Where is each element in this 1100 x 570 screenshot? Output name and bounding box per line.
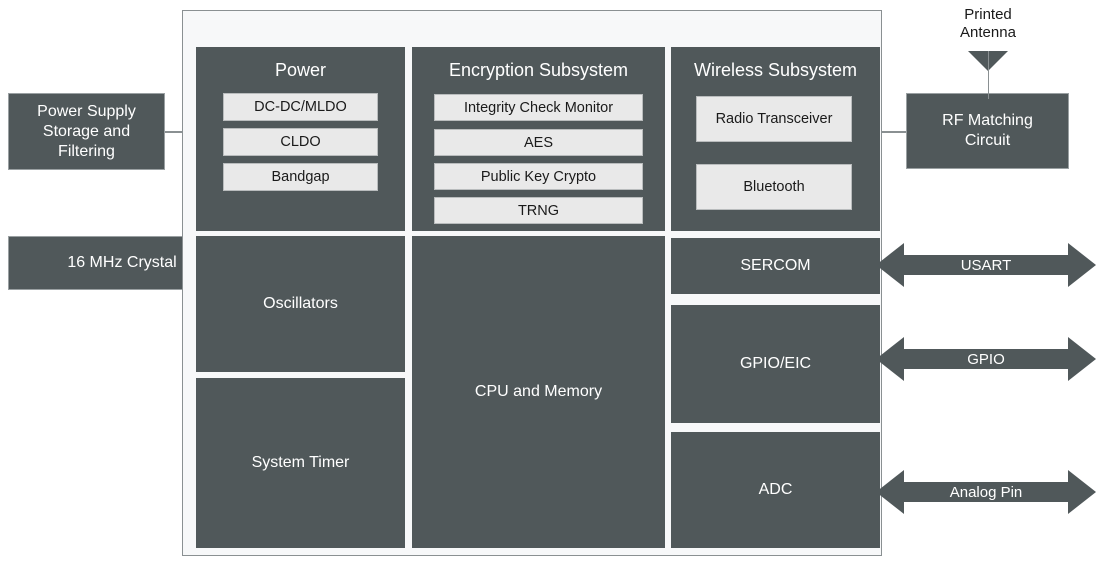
sub-block-trng-label: TRNG — [517, 202, 560, 219]
arrow-usart-shape — [876, 243, 1096, 287]
sub-block-radio-transceiver[interactable]: Radio Transceiver — [696, 96, 852, 142]
connector-rf-matching — [860, 131, 910, 133]
block-gpio-eic-label: GPIO/EIC — [739, 355, 812, 372]
sub-block-bluetooth-label: Bluetooth — [743, 179, 805, 195]
arrow-gpio-label: GPIO — [967, 350, 1005, 368]
block-cpu-memory[interactable]: CPU and Memory — [412, 236, 665, 548]
sub-block-public-key-crypto-label: Public Key Crypto — [480, 168, 597, 185]
block-power-supply-label: Power Supply Storage and Filtering — [37, 102, 136, 160]
arrow-usart[interactable]: USART — [876, 241, 1096, 289]
sub-block-bluetooth[interactable]: Bluetooth — [696, 164, 852, 210]
arrow-usart-label: USART — [960, 256, 1012, 274]
arrow-analog-pin-label: Analog Pin — [949, 483, 1023, 501]
group-power-title: Power — [274, 60, 327, 80]
antenna-stem — [987, 51, 989, 99]
sub-block-trng[interactable]: TRNG — [434, 197, 643, 224]
block-adc[interactable]: ADC — [671, 432, 880, 548]
block-sercom[interactable]: SERCOM — [671, 238, 880, 294]
sub-block-public-key-crypto[interactable]: Public Key Crypto — [434, 163, 643, 190]
arrow-gpio-shape — [876, 337, 1096, 381]
sub-block-integrity-check-monitor-label: Integrity Check Monitor — [463, 99, 614, 116]
block-rf-matching-circuit-label: RF Matching Circuit — [942, 112, 1033, 149]
block-cpu-memory-label: CPU and Memory — [474, 383, 603, 400]
arrow-gpio[interactable]: GPIO — [876, 335, 1096, 383]
block-system-timer[interactable]: System Timer — [196, 378, 405, 548]
sub-block-bandgap[interactable]: Bandgap — [223, 163, 378, 191]
block-system-timer-label: System Timer — [251, 454, 350, 471]
sub-block-radio-transceiver-label: Radio Transceiver — [715, 111, 833, 127]
block-sercom-label: SERCOM — [740, 257, 811, 274]
block-adc-label: ADC — [758, 481, 793, 498]
sub-block-bandgap-label: Bandgap — [271, 169, 330, 185]
block-rf-matching-circuit[interactable]: RF Matching Circuit — [906, 93, 1069, 169]
sub-block-dc-dc-mldo-label: DC-DC/MLDO — [254, 99, 347, 115]
block-power-supply[interactable]: Power Supply Storage and Filtering — [8, 93, 165, 170]
block-crystal-label: 16 MHz Crystal — [67, 254, 177, 271]
printed-antenna: Printed Antenna — [927, 6, 1049, 99]
arrow-analog-pin-shape — [876, 470, 1096, 514]
sub-block-aes[interactable]: AES — [434, 129, 643, 156]
antenna-label: Printed Antenna — [960, 6, 1016, 41]
sub-block-cldo-label: CLDO — [280, 134, 321, 150]
sub-block-integrity-check-monitor[interactable]: Integrity Check Monitor — [434, 94, 643, 121]
block-gpio-eic[interactable]: GPIO/EIC — [671, 305, 880, 423]
arrow-analog-pin[interactable]: Analog Pin — [876, 468, 1096, 516]
block-oscillators[interactable]: Oscillators — [196, 236, 405, 372]
sub-block-dc-dc-mldo[interactable]: DC-DC/MLDO — [223, 93, 378, 121]
block-oscillators-label: Oscillators — [263, 295, 338, 312]
sub-block-cldo[interactable]: CLDO — [223, 128, 378, 156]
group-encryption-title: Encryption Subsystem — [448, 60, 629, 80]
group-wireless-title: Wireless Subsystem — [693, 60, 858, 80]
sub-block-aes-label: AES — [523, 134, 553, 151]
